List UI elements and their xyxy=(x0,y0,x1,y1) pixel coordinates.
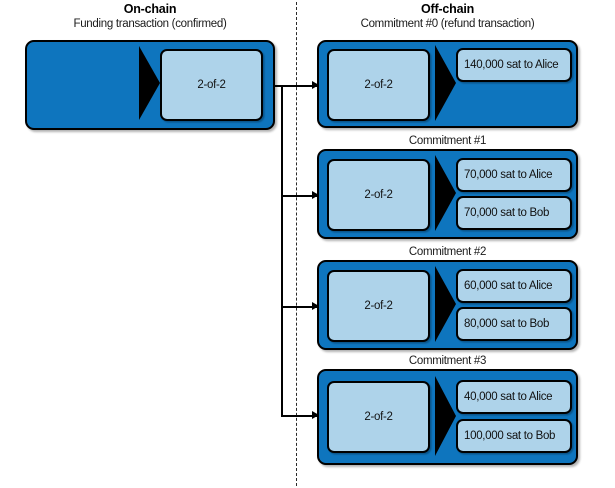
commitment-3-label: Commitment #3 xyxy=(408,355,487,367)
commitment-3-box: 2-of-2 40,000 sat to Alice 100,000 sat t… xyxy=(317,369,578,465)
commitment-0-output-0: 140,000 sat to Alice xyxy=(456,48,572,82)
funding-transaction-box: 2-of-2 xyxy=(25,40,275,130)
arrow-head-0 xyxy=(312,81,319,89)
funding-tx-flow-triangle xyxy=(139,46,160,120)
commitment-0-box: 2-of-2 140,000 sat to Alice xyxy=(317,40,578,128)
connector-branch-2 xyxy=(281,306,317,308)
commitment-1-input: 2-of-2 xyxy=(327,159,430,231)
offchain-column-header: Off-chain Commitment #0 (refund transact… xyxy=(317,2,578,31)
commitment-1-output-0: 70,000 sat to Alice xyxy=(456,158,572,192)
commitment-3-flow-triangle xyxy=(435,376,456,456)
connector-trunk xyxy=(281,85,283,416)
arrow-head-3 xyxy=(312,411,319,419)
onchain-subtitle: Funding transaction (confirmed) xyxy=(73,18,227,31)
connector-branch-3 xyxy=(281,415,317,417)
commitment-1-box: 2-of-2 70,000 sat to Alice 70,000 sat to… xyxy=(317,149,578,239)
offchain-title: Off-chain xyxy=(420,2,475,16)
commitment-3-output-1: 100,000 sat to Bob xyxy=(456,419,572,453)
commitment-2-input: 2-of-2 xyxy=(327,270,430,342)
commitment-3-input: 2-of-2 xyxy=(327,381,430,453)
offchain-subtitle: Commitment #0 (refund transaction) xyxy=(360,18,535,31)
commitment-0-input: 2-of-2 xyxy=(327,49,430,121)
commitment-3-output-0: 40,000 sat to Alice xyxy=(456,380,572,414)
onchain-title: On-chain xyxy=(123,2,177,16)
commitment-0-flow-triangle xyxy=(435,45,456,121)
commitment-2-output-1: 80,000 sat to Bob xyxy=(456,307,572,341)
arrow-head-1 xyxy=(312,191,319,199)
commitment-1-flow-triangle xyxy=(435,155,456,231)
connector-branch-0 xyxy=(281,85,317,87)
onchain-column-header: On-chain Funding transaction (confirmed) xyxy=(25,2,275,31)
commitment-1-output-1: 70,000 sat to Bob xyxy=(456,196,572,230)
funding-multisig-output: 2-of-2 xyxy=(160,49,263,121)
commitment-2-box: 2-of-2 60,000 sat to Alice 80,000 sat to… xyxy=(317,260,578,350)
commitment-2-label: Commitment #2 xyxy=(408,246,487,258)
commitment-1-label: Commitment #1 xyxy=(408,135,487,147)
onchain-offchain-divider xyxy=(296,2,297,486)
commitment-2-output-0: 60,000 sat to Alice xyxy=(456,269,572,303)
connector-branch-1 xyxy=(281,195,317,197)
commitment-2-flow-triangle xyxy=(435,266,456,342)
arrow-head-2 xyxy=(312,302,319,310)
